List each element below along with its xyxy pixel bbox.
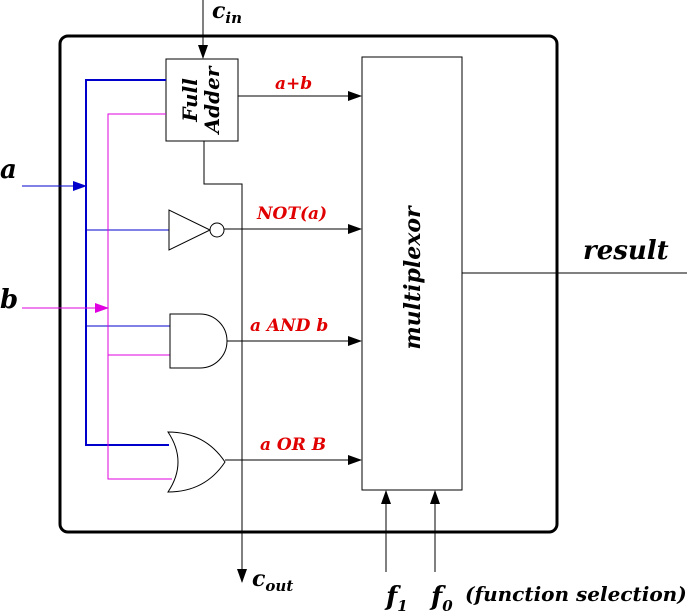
not-gate bbox=[168, 209, 212, 251]
full-adder-label-line1: Full bbox=[178, 78, 202, 123]
cin-label: cin bbox=[212, 0, 242, 27]
alu-outer-box bbox=[58, 34, 559, 534]
b-bus-wire bbox=[107, 113, 172, 480]
cout-wire bbox=[203, 141, 247, 583]
multiplexor-label: multiplexor bbox=[400, 205, 426, 350]
or-gate bbox=[167, 431, 226, 493]
full-adder-block bbox=[165, 58, 239, 142]
b-label: b bbox=[0, 285, 18, 315]
result-label: result bbox=[583, 236, 669, 266]
sum-signal-label: a+b bbox=[275, 74, 312, 94]
not-signal-label: NOT(a) bbox=[256, 204, 327, 224]
f1-label: f1 bbox=[384, 582, 408, 615]
a-bus-wire bbox=[85, 79, 169, 446]
a-label: a bbox=[0, 155, 17, 185]
full-adder-label-line2: Adder bbox=[200, 65, 224, 135]
cout-label: cout bbox=[252, 566, 293, 595]
and-gate bbox=[169, 313, 228, 369]
f0-label: f0 bbox=[429, 582, 453, 615]
and-signal-label: a AND b bbox=[250, 316, 328, 336]
not-gate-bubble bbox=[209, 222, 225, 238]
or-signal-label: a OR B bbox=[260, 435, 326, 455]
function-selection-label: (function selection) bbox=[465, 582, 687, 606]
